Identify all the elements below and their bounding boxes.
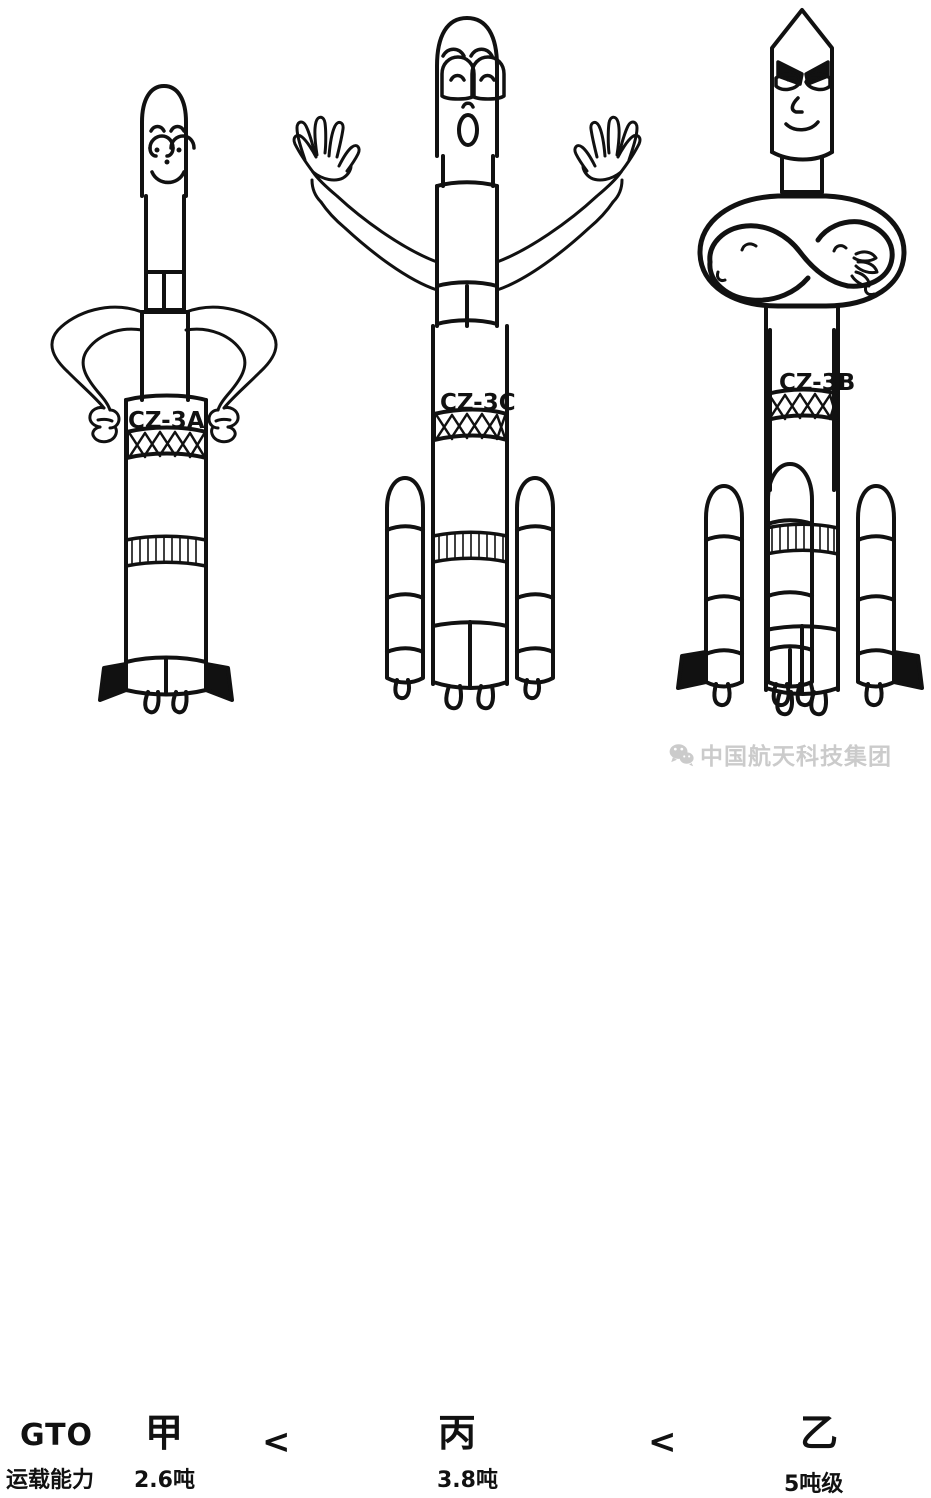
booster-left-cz-3b	[676, 484, 744, 708]
rocket-figure-cz-3c: CZ-3C	[265, 0, 685, 800]
face-smiling-cz-3a	[148, 124, 196, 185]
hand-open-right-cz-3c	[573, 115, 642, 204]
arms-hands-on-hips	[50, 305, 278, 444]
booster-center-cz-3b	[766, 462, 815, 708]
metric-sublabel: 运载能力	[6, 1468, 95, 1493]
nozzle-right-cz-3a	[171, 690, 189, 715]
base-core-cz-3b	[764, 624, 840, 717]
face-confident-cz-3b	[774, 60, 832, 132]
rocket-body-label-cz-3c: CZ-3C	[440, 390, 516, 416]
booster-left-cz-3c	[385, 476, 425, 701]
rocket-drawing-cz-3a	[50, 84, 278, 715]
arms-raised-cz-3c	[292, 115, 642, 292]
caption-band: GTO 运载能力 甲 2.6吨 < 丙 3.8吨 < 乙 5吨级	[0, 700, 931, 1497]
ribbed-band-cz-3a	[124, 534, 208, 568]
hatched-band-cz-3a	[125, 425, 208, 460]
nozzle-left-cz-3a	[143, 690, 161, 715]
rocket-drawing-cz-3c	[292, 16, 642, 711]
ribbed-band-cz-3b	[764, 522, 840, 556]
neck-cz-3c	[441, 154, 495, 188]
neck-cz-3b	[780, 156, 824, 194]
base-fins-cz-3a	[98, 655, 234, 715]
metric-label: GTO	[20, 1418, 94, 1453]
rocket-nickname-cz-3b: 乙	[800, 1411, 839, 1455]
rocket-figure-cz-3b: CZ-3B	[660, 0, 931, 800]
rocket-nickname-cz-3a: 甲	[145, 1411, 184, 1455]
rocket-drawing-cz-3b	[676, 8, 924, 717]
booster-right-cz-3c	[515, 476, 555, 701]
hatched-band-cz-3c	[432, 407, 509, 442]
rocket-nickname-cz-3c: 丙	[438, 1411, 477, 1455]
booster-right-cz-3b	[856, 484, 924, 708]
fairing-nose-cz-3c	[435, 16, 499, 158]
base-core-cz-3c	[431, 620, 509, 711]
second-stage-cz-3a	[140, 310, 190, 402]
rocket-capacity-cz-3c: 3.8吨	[437, 1468, 498, 1493]
rocket-body-label-cz-3b: CZ-3B	[779, 370, 856, 396]
rocket-body-label-cz-3a: CZ-3A	[128, 408, 205, 434]
fairing-nose-cz-3a	[140, 84, 188, 198]
rocket-capacity-cz-3b: 5吨级	[784, 1472, 844, 1497]
hand-open-left-cz-3c	[292, 115, 361, 204]
rocket-figure-cz-3a: CZ-3A	[0, 0, 310, 800]
upper-stage-cz-3a	[144, 194, 186, 274]
face-surprised-cz-3c	[440, 47, 506, 147]
rocket-capacity-cz-3a: 2.6吨	[134, 1468, 195, 1493]
comparator-1: <	[262, 1422, 291, 1462]
upper-stage-cz-3c	[435, 184, 499, 288]
fairing-nose-cz-3b	[770, 8, 834, 154]
ribbed-band-cz-3c	[431, 530, 509, 564]
arms-crossed-cz-3b	[697, 193, 907, 309]
booster-back-cz-3b	[768, 328, 836, 492]
comparator-2: <	[648, 1422, 677, 1462]
